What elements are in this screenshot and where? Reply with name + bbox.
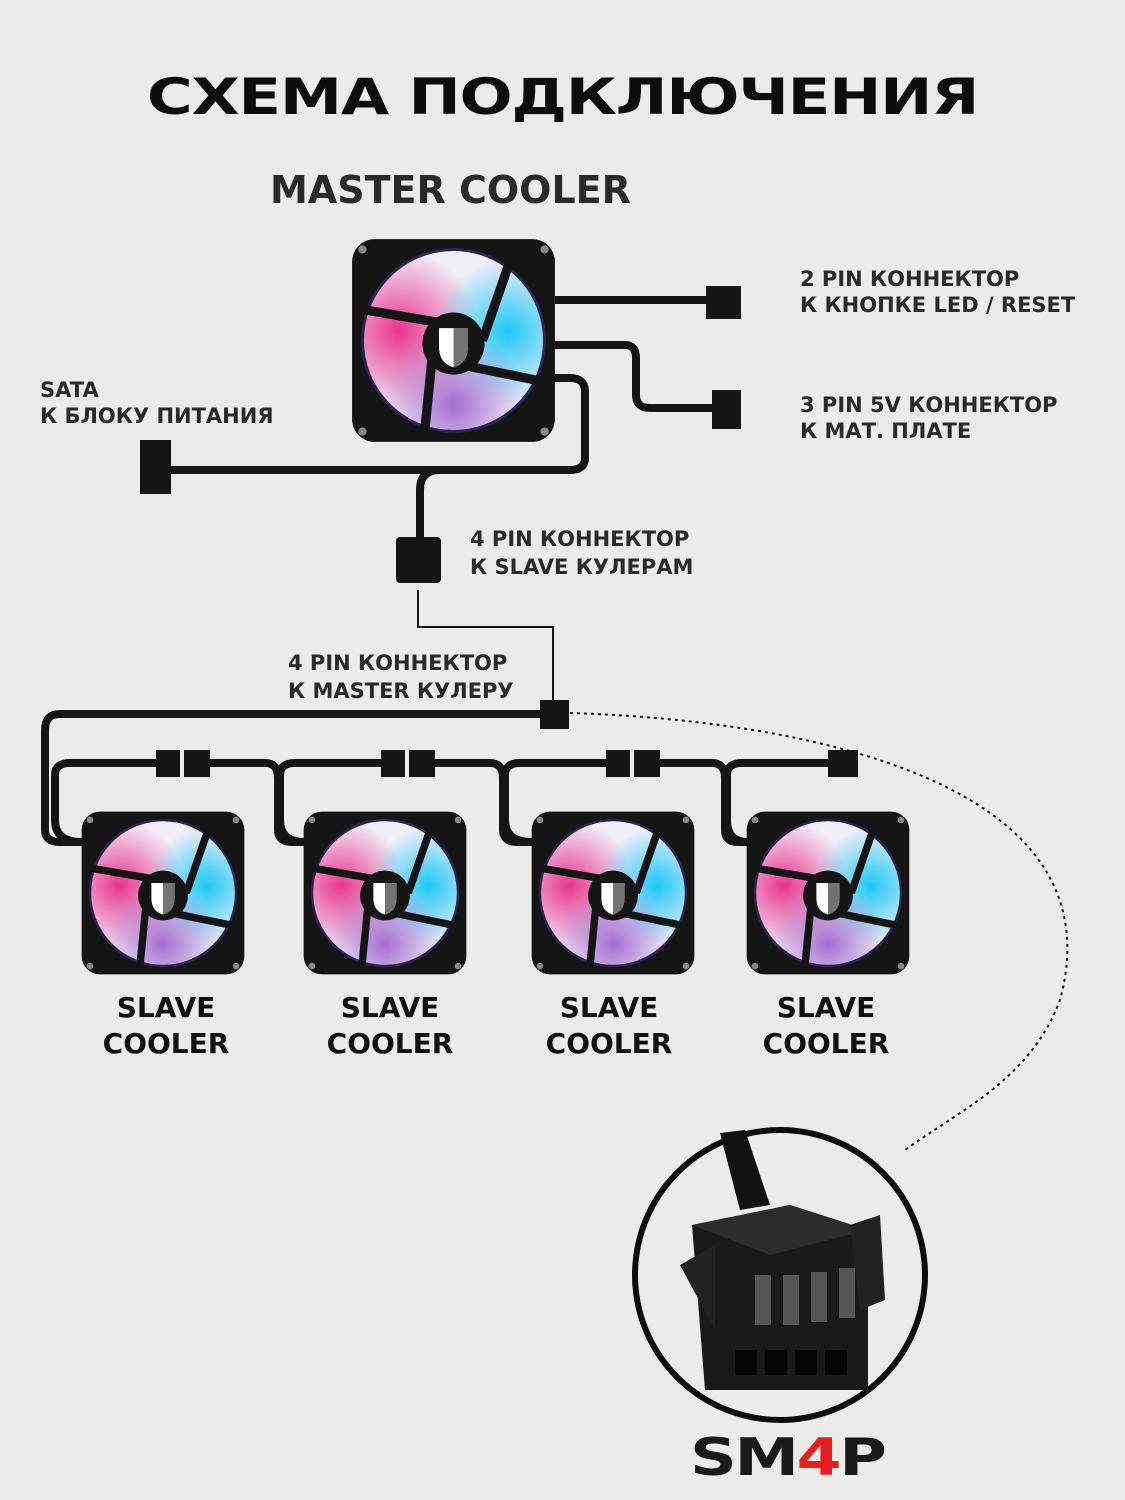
page-title: СХЕМА ПОДКЛЮЧЕНИЯ bbox=[146, 68, 979, 126]
logo-text: P bbox=[839, 1428, 887, 1488]
sata-connector-label: SATA К БЛОКУ ПИТАНИЯ bbox=[40, 377, 274, 429]
cable-sata bbox=[170, 374, 589, 474]
connector-2pin bbox=[706, 286, 741, 319]
master-fan bbox=[352, 239, 555, 442]
master-connector-label: 4 PIN КОННЕКТОР К MASTER КУЛЕРУ bbox=[288, 649, 514, 705]
cable-loop bbox=[41, 710, 543, 846]
connector-chain-1a bbox=[156, 750, 180, 777]
label-line: 4 PIN КОННЕКТОР bbox=[470, 527, 690, 551]
master-cooler-label: MASTER COOLER bbox=[270, 168, 631, 212]
cable-to-slaves bbox=[416, 466, 441, 540]
label-line: SLAVE bbox=[559, 991, 659, 1024]
cables bbox=[41, 296, 830, 846]
connector-chain-3b bbox=[634, 750, 660, 777]
connector-zoom-circle bbox=[632, 1127, 928, 1423]
label-line: К КНОПКЕ LED / RESET bbox=[800, 293, 1076, 317]
connector-chain-2b bbox=[409, 750, 435, 777]
label-line: К SLAVE КУЛЕРАМ bbox=[470, 555, 694, 579]
motherboard-connector-label: 3 PIN 5V КОННЕКТОР К МАТ. ПЛАТЕ bbox=[800, 392, 1057, 444]
label-line: SLAVE bbox=[340, 991, 440, 1024]
label-line: COOLER bbox=[545, 1027, 673, 1060]
label-line: 4 PIN КОННЕКТОР bbox=[288, 651, 508, 675]
slave-fan-2 bbox=[304, 812, 467, 975]
cable-motherboard bbox=[555, 341, 714, 412]
connector-chain-1b bbox=[184, 750, 210, 777]
connector-3pin bbox=[712, 390, 741, 429]
dotted-callout-line bbox=[569, 712, 1069, 1151]
connector-4pin-master bbox=[540, 700, 569, 729]
logo-accent: 4 bbox=[796, 1428, 842, 1488]
label-line: К МАТ. ПЛАТЕ bbox=[800, 419, 972, 443]
label-line: SLAVE bbox=[776, 991, 876, 1024]
label-line: SLAVE bbox=[116, 991, 216, 1024]
slave-fan-4 bbox=[747, 812, 910, 975]
cable-slave-chain bbox=[51, 759, 830, 846]
label-line: COOLER bbox=[326, 1027, 454, 1060]
label-line: COOLER bbox=[102, 1027, 230, 1060]
label-line: SATA bbox=[40, 378, 99, 402]
brand-logo: SM4P bbox=[690, 1428, 887, 1488]
connector-chain-end bbox=[828, 750, 858, 777]
label-line: К БЛОКУ ПИТАНИЯ bbox=[40, 404, 274, 428]
thin-cable bbox=[417, 590, 554, 702]
label-line: 3 PIN 5V КОННЕКТОР bbox=[800, 393, 1058, 417]
logo-text: SM bbox=[690, 1428, 799, 1488]
slave-fan-3 bbox=[532, 812, 695, 975]
led-reset-connector-label: 2 PIN КОННЕКТОР К КНОПКЕ LED / RESET bbox=[800, 266, 1075, 318]
connector-sata bbox=[140, 440, 171, 494]
connector-chain-2a bbox=[381, 750, 405, 777]
label-line: К MASTER КУЛЕРУ bbox=[288, 679, 514, 703]
connector-4pin-slave bbox=[396, 537, 441, 583]
label-line: COOLER bbox=[762, 1027, 890, 1060]
label-line: 2 PIN КОННЕКТОР bbox=[800, 267, 1020, 291]
slave-fan-1 bbox=[82, 812, 245, 975]
connector-chain-3a bbox=[606, 750, 630, 777]
slave-connector-label: 4 PIN КОННЕКТОР К SLAVE КУЛЕРАМ bbox=[470, 525, 693, 581]
